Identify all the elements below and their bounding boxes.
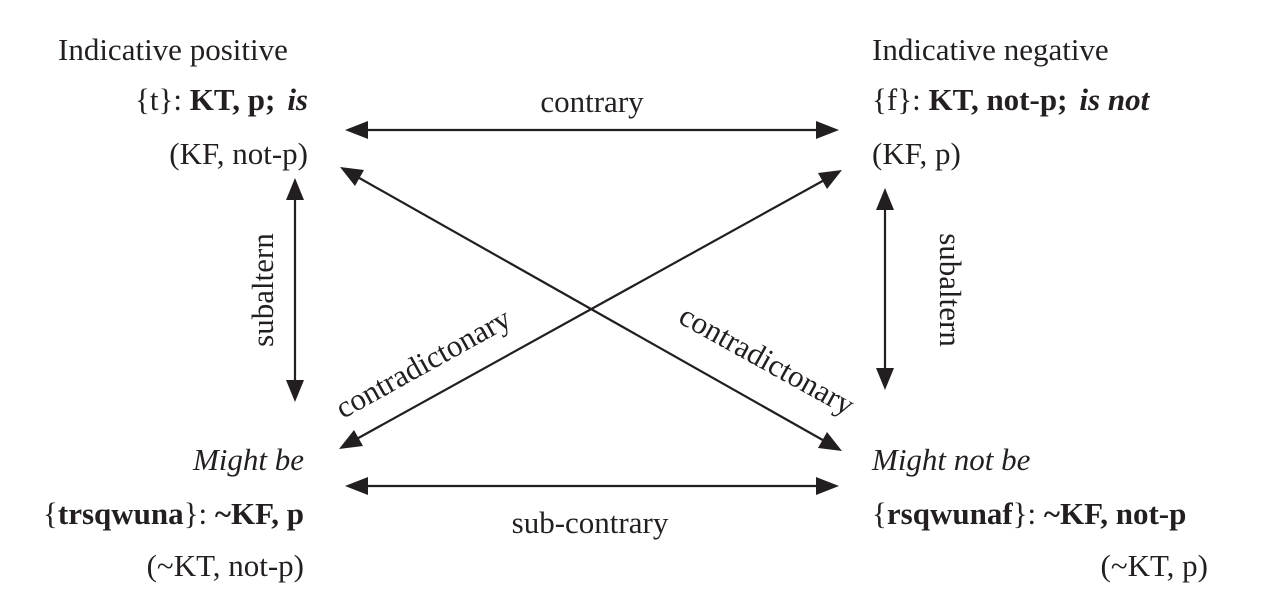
contrary-label: contrary: [540, 84, 644, 119]
subaltern-right-arrow: [876, 188, 894, 390]
contradictory-diagonal-arrow-b: [339, 170, 842, 449]
might-not-be-formula: {rsqwunaf}: ~KF, not-p: [872, 496, 1186, 531]
might-be-formula: {trsqwuna}: ~KF, p: [43, 496, 304, 531]
contrary-arrow: [345, 121, 839, 139]
subaltern-left-arrow: [286, 178, 304, 402]
corner-might-not-be: Might not be {rsqwunaf}: ~KF, not-p (~KT…: [871, 442, 1208, 583]
might-be-paren: (~KT, not-p): [147, 548, 304, 583]
contradictory-right-label: contradictonary: [674, 297, 862, 422]
subaltern-left-label: subaltern: [245, 233, 280, 347]
contradictory-left-label: contradictonary: [329, 300, 517, 425]
indicative-positive-title: Indicative positive: [58, 32, 288, 67]
indicative-positive-paren: (KF, not-p): [169, 136, 308, 171]
corner-indicative-negative: Indicative negative {f}: KT, not-p;is no…: [872, 32, 1151, 171]
might-not-be-paren: (~KT, p): [1101, 548, 1208, 583]
sub-contrary-arrow: [345, 477, 839, 495]
indicative-positive-formula: {t}: KT, p;is: [135, 82, 308, 117]
corner-indicative-positive: Indicative positive {t}: KT, p;is (KF, n…: [58, 32, 308, 171]
corner-might-be: Might be {trsqwuna}: ~KF, p (~KT, not-p): [43, 442, 304, 583]
might-be-title: Might be: [192, 442, 304, 477]
indicative-negative-formula: {f}: KT, not-p;is not: [872, 82, 1151, 117]
sub-contrary-label: sub-contrary: [512, 505, 669, 540]
might-not-be-title: Might not be: [871, 442, 1031, 477]
indicative-negative-paren: (KF, p): [872, 136, 961, 171]
subaltern-right-label: subaltern: [933, 233, 968, 347]
indicative-negative-title: Indicative negative: [872, 32, 1109, 67]
